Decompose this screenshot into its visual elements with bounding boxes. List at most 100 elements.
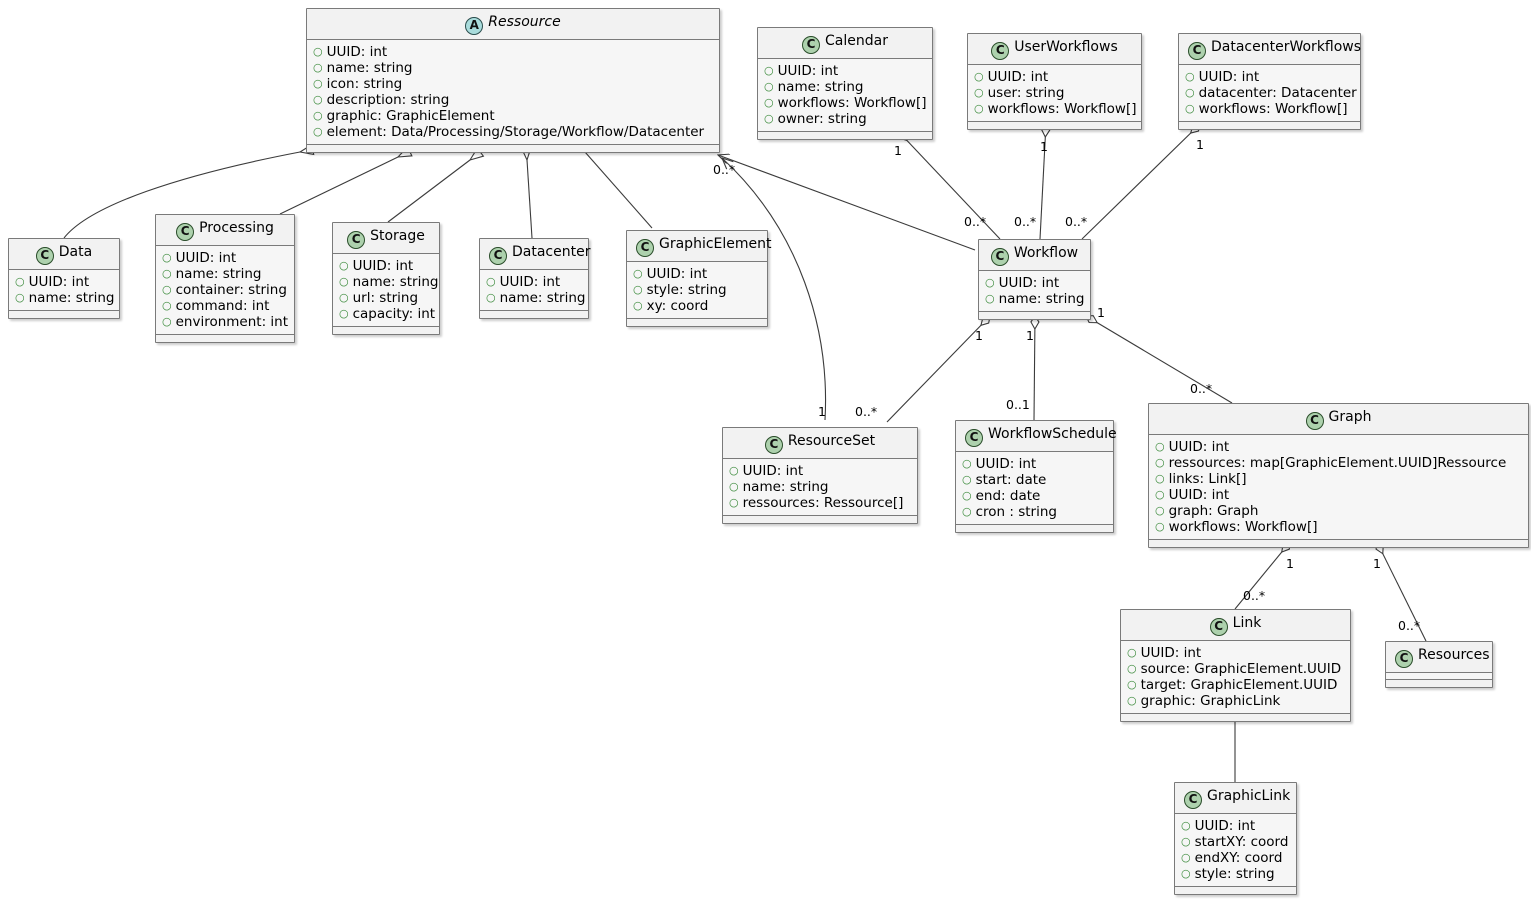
class-title-resourceset: ResourceSet [787, 433, 876, 449]
class-attributes-workflowschedule: ○UUID: int○start: date○end: date○cron : … [956, 452, 1113, 525]
class-attribute: ○startXY: coord [1181, 834, 1290, 850]
visibility-public-icon: ○ [1155, 520, 1165, 533]
class-attribute: ○owner: string [764, 111, 926, 127]
attribute-text: name: string [175, 266, 262, 282]
class-title-resources: Resources [1418, 647, 1490, 663]
class-attribute: ○style: string [1181, 866, 1290, 882]
attribute-text: name: string [742, 479, 829, 495]
visibility-public-icon: ○ [15, 291, 25, 304]
attribute-text: UUID: int [1140, 645, 1202, 661]
class-attribute: ○ressources: map[GraphicElement.UUID]Res… [1155, 455, 1522, 471]
visibility-public-icon: ○ [486, 291, 496, 304]
multiplicity-label: 0..1 [1006, 397, 1030, 412]
attribute-text: style: string [1194, 866, 1275, 882]
attribute-text: ressources: map[GraphicElement.UUID]Ress… [1168, 455, 1507, 471]
class-methods-link [1121, 714, 1350, 721]
class-icon: C [489, 247, 507, 265]
attribute-text: UUID: int [1168, 487, 1230, 503]
class-title-ressource: Ressource [488, 14, 561, 30]
class-attribute: ○UUID: int [1127, 645, 1344, 661]
visibility-public-icon: ○ [962, 489, 972, 502]
class-attribute: ○start: date [962, 472, 1107, 488]
class-methods-processing [156, 335, 294, 342]
visibility-public-icon: ○ [729, 464, 739, 477]
visibility-public-icon: ○ [985, 292, 995, 305]
attribute-text: UUID: int [175, 250, 237, 266]
class-attribute: ○capacity: int [339, 306, 435, 322]
multiplicity-label: 0..* [1065, 214, 1088, 229]
class-attribute: ○name: string [985, 291, 1085, 307]
attribute-text: UUID: int [646, 266, 708, 282]
visibility-public-icon: ○ [633, 267, 643, 280]
visibility-public-icon: ○ [339, 259, 349, 272]
class-attribute: ○environment: int [162, 314, 288, 330]
attribute-text: UUID: int [28, 274, 90, 290]
class-attribute: ○UUID: int [313, 44, 713, 60]
attribute-text: icon: string [326, 76, 403, 92]
class-methods-storage [333, 327, 439, 334]
visibility-public-icon: ○ [313, 77, 323, 90]
class-attribute: ○name: string [764, 79, 926, 95]
edge-storage-to-ressource [387, 160, 470, 223]
multiplicity-label: 0..* [1014, 214, 1037, 229]
attribute-text: element: Data/Processing/Storage/Workflo… [326, 124, 705, 140]
attribute-text: UUID: int [998, 275, 1060, 291]
attribute-text: graph: Graph [1168, 503, 1259, 519]
attribute-text: ressources: Ressource[] [742, 495, 904, 511]
class-icon: C [802, 36, 821, 54]
class-attribute: ○xy: coord [633, 298, 761, 314]
class-attribute: ○name: string [339, 274, 439, 290]
visibility-public-icon: ○ [764, 112, 774, 125]
class-attributes-processing: ○UUID: int○name: string○container: strin… [156, 246, 294, 335]
class-icon: C [176, 223, 195, 241]
visibility-public-icon: ○ [486, 275, 496, 288]
visibility-public-icon: ○ [1185, 70, 1195, 83]
class-attribute: ○name: string [15, 290, 115, 306]
class-attribute: ○description: string [313, 92, 713, 108]
visibility-public-icon: ○ [1127, 694, 1137, 707]
attribute-text: UUID: int [777, 63, 839, 79]
multiplicity-label: 0..* [855, 404, 878, 419]
class-attribute: ○workflows: Workflow[] [974, 101, 1136, 117]
class-attribute: ○end: date [962, 488, 1107, 504]
class-attributes-resources [1386, 673, 1492, 680]
class-icon: C [991, 42, 1010, 60]
attribute-text: UUID: int [352, 258, 414, 274]
class-attributes-datacenter: ○UUID: int○name: string [480, 270, 588, 311]
multiplicity-label: 0..* [1243, 588, 1266, 603]
multiplicity-label: 0..* [1398, 618, 1421, 633]
visibility-public-icon: ○ [974, 70, 984, 83]
class-attribute: ○UUID: int [974, 69, 1135, 85]
class-attribute: ○graph: Graph [1155, 503, 1522, 519]
class-attribute: ○endXY: coord [1181, 850, 1290, 866]
attribute-text: name: string [326, 60, 413, 76]
attribute-text: name: string [28, 290, 115, 306]
class-attribute: ○user: string [974, 85, 1135, 101]
attribute-text: style: string [646, 282, 727, 298]
class-attribute: ○workflows: Workflow[] [1185, 101, 1354, 117]
multiplicity-label: 1 [894, 143, 902, 158]
edge-workflow-to-workflowschedule [1030, 315, 1040, 421]
visibility-public-icon: ○ [1127, 678, 1137, 691]
edge-datacenterworkflows-to-workflow [1081, 123, 1201, 240]
